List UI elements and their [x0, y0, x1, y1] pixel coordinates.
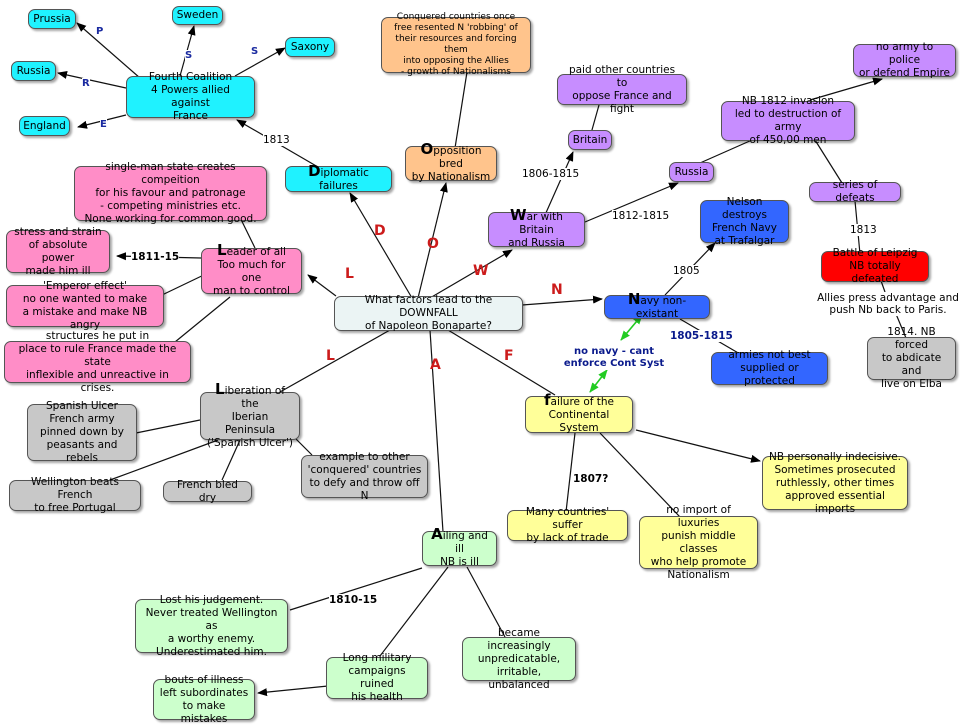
branch-label: iling and ill NB is ill [440, 530, 488, 568]
navy-non-existant-node: Navy non-existant [604, 292, 710, 320]
date-label-1813-leipzig: 1813 [850, 224, 877, 236]
branch-label: iberation of the Iberian Peninsula ('Spa… [207, 384, 293, 449]
structures-node: structures he put in place to rule Franc… [4, 330, 191, 394]
wellington-beats-node: Wellington beats French to free Portugal [9, 476, 141, 514]
russia-war-node: Russia [669, 162, 714, 182]
branch-label: pposition bred by Nationalism [411, 145, 491, 183]
armies-not-best-node: armies not best supplied or protected [711, 349, 828, 387]
branch-letter-l-leader: L [345, 266, 354, 282]
date-label-1805: 1805 [673, 265, 700, 277]
date-label-1805-1815: 1805-1815 [670, 330, 733, 342]
leader-of-all-node: Leader of all Too much for one man to co… [201, 243, 302, 297]
branch-initial: N [627, 290, 641, 308]
date-label-1811-15: 1811-15 [131, 251, 180, 263]
branch-initial: W [510, 206, 527, 224]
conquered-countries-node: Conquered countries once free resented N… [381, 12, 531, 77]
link-label-s-sweden: S [185, 50, 193, 62]
ailing-ill-node: Ailing and ill NB is ill [422, 527, 497, 568]
no-navy-label: no navy - cant enforce Cont Syst [562, 346, 666, 370]
date-label-1810-15: 1810-15 [329, 594, 378, 606]
link-label-r: R [82, 78, 90, 90]
saxony-node: Saxony [285, 37, 335, 57]
branch-initial: f [543, 391, 551, 409]
britain-node: Britain [568, 130, 612, 150]
branch-initial: A [431, 525, 443, 543]
branch-letter-o: O [427, 236, 439, 252]
abdicate-node: 1814. NB forced to abdicate and live on … [867, 326, 956, 390]
date-label-1813-coalition: 1813 [263, 134, 290, 146]
branch-label: ar with Britain and Russia [508, 211, 565, 249]
invasion-1812-node: NB 1812 invasion led to destruction of a… [721, 95, 855, 146]
lost-judgement-node: Lost his judgement. Never treated Wellin… [135, 594, 288, 658]
nelson-trafalgar-node: Nelson destroys French Navy at Trafalgar [700, 196, 789, 247]
branch-letter-f: F [504, 348, 514, 364]
many-countries-node: Many countries' suffer by lack of trade [507, 506, 628, 544]
diplomatic-failures-node: Diplomatic failures [285, 164, 392, 192]
branch-letter-w: W [473, 263, 489, 279]
branch-letter-a: A [430, 357, 441, 373]
link-label-s-saxony: S [251, 46, 259, 58]
french-bled-node: French bled dry [163, 479, 252, 504]
single-man-state-node: single-man state creates compeition for … [74, 161, 267, 225]
example-conquered-node: example to other 'conquered' countries t… [301, 451, 428, 502]
date-label-1807: 1807? [573, 473, 609, 485]
series-defeats-node: series of defeats [809, 179, 901, 204]
spanish-ulcer-node: Spanish Ulcer French army pinned down by… [27, 400, 137, 464]
fourth-coalition-node: Fourth Coalition 4 Powers allied against… [126, 71, 255, 122]
allies-press-text: Allies press advantage and push Nb back … [817, 292, 959, 316]
bouts-illness-node: bouts of illness left subordinates to ma… [153, 674, 255, 725]
nb-indecisive-node: NB personally indecisive. Sometimes pros… [762, 451, 908, 515]
branch-label: iplomatic failures [319, 167, 369, 192]
emperor-effect-node: 'Emperor effect' no one wanted to make a… [6, 280, 164, 331]
central-question-node: What factors lead to the DOWNFALL of Nap… [334, 294, 523, 332]
link-label-p: P [96, 26, 104, 38]
branch-letter-n: N [551, 282, 563, 298]
war-britain-russia-node: War with Britain and Russia [488, 208, 585, 249]
paid-countries-node: paid other countries to oppose France an… [557, 64, 687, 115]
branch-label: ailure of the Continental System [548, 396, 615, 434]
date-label-1812-1815: 1812-1815 [612, 210, 670, 222]
link-label-e: E [100, 119, 107, 131]
branch-letter-d: D [374, 223, 386, 239]
branch-letter-l-liberation: L [326, 348, 335, 364]
no-luxuries-node: no import of luxuries punish middle clas… [639, 504, 758, 581]
branch-initial: L [215, 379, 225, 398]
central-question-text: What factors lead to the DOWNFALL of Nap… [364, 294, 493, 332]
branch-initial: D [308, 162, 321, 180]
sweden-node: Sweden [172, 6, 223, 25]
opposition-nationalism-node: Opposition bred by Nationalism [405, 142, 497, 183]
branch-label: eader of all Too much for one man to con… [213, 246, 290, 297]
prussia-node: Prussia [28, 9, 76, 29]
long-campaigns-node: Long military campaigns ruined his healt… [326, 652, 428, 703]
branch-initial: O [420, 140, 434, 158]
england-node: England [19, 116, 70, 136]
branch-initial: L [217, 241, 227, 259]
stress-strain-node: stress and strain of absolute power made… [6, 226, 110, 277]
russia-coalition-node: Russia [11, 61, 56, 81]
iberian-peninsula-node: Liberation of the Iberian Peninsula ('Sp… [200, 381, 300, 449]
branch-label: avy non-existant [635, 295, 687, 320]
no-army-node: no army to police or defend Empire [853, 41, 956, 79]
date-label-1806-1815: 1806-1815 [522, 168, 580, 180]
unpredicatable-node: became increasingly unpredicatable, irri… [462, 627, 576, 691]
battle-leipzig-node: Battle of Leipzig NB totally defeated [821, 247, 929, 285]
continental-system-node: failure of the Continental System [525, 393, 633, 434]
